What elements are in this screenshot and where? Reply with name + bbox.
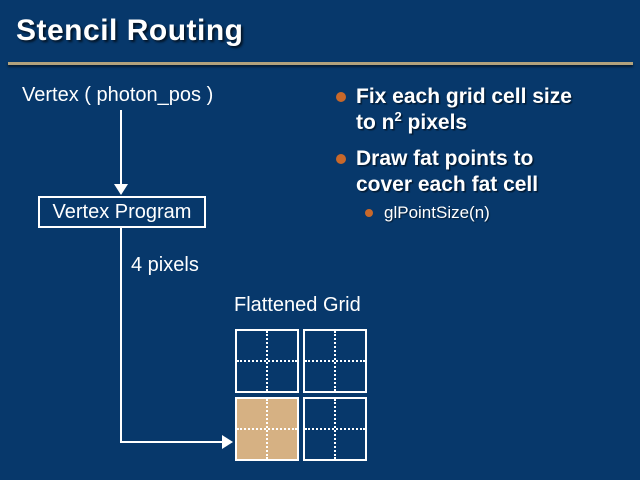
bullet-2-line-1: Draw fat points to: [356, 147, 534, 170]
bullet-item-2: Draw fat points to cover each fat cell: [336, 146, 538, 198]
title-underline: [8, 62, 633, 65]
flow-input-label: Vertex ( photon_pos ): [22, 84, 214, 106]
slide-title: Stencil Routing: [16, 14, 244, 47]
grid-cell-top-right: [303, 329, 367, 393]
arrow-right-icon: [222, 435, 233, 449]
grid-title: Flattened Grid: [234, 294, 361, 316]
flow-line-horizontal: [120, 441, 223, 443]
flattened-grid: [235, 329, 367, 461]
vertex-program-box: Vertex Program: [38, 196, 206, 228]
bullet-item-1-text: Fix each grid cell size to n2 pixels: [356, 84, 572, 136]
superscript-2: 2: [394, 109, 402, 124]
vertex-program-label: Vertex Program: [52, 200, 192, 223]
grid-cell-bottom-right: [303, 397, 367, 461]
bullet-1-line-1: Fix each grid cell size: [356, 85, 572, 108]
sub-bullet-item: glPointSize(n): [365, 202, 490, 224]
arrow-down-icon: [114, 184, 128, 195]
bullet-dot-icon: [336, 92, 346, 102]
bullet-2-line-2: cover each fat cell: [356, 173, 539, 196]
bullet-item-2-text: Draw fat points to cover each fat cell: [356, 146, 538, 198]
grid-cell-bottom-left-filled: [235, 397, 299, 461]
bullet-item-1: Fix each grid cell size to n2 pixels: [336, 84, 572, 136]
bullet-dot-icon: [336, 154, 346, 164]
sub-bullet-label: glPointSize(n): [384, 203, 490, 222]
grid-cell-top-left: [235, 329, 299, 393]
flow-line-vertical-top: [120, 110, 122, 186]
flow-line-vertical-bottom: [120, 228, 122, 443]
bullet-dot-icon: [365, 209, 373, 217]
edge-label: 4 pixels: [131, 254, 199, 276]
bullet-1-line-2: to n2 pixels: [356, 109, 468, 134]
